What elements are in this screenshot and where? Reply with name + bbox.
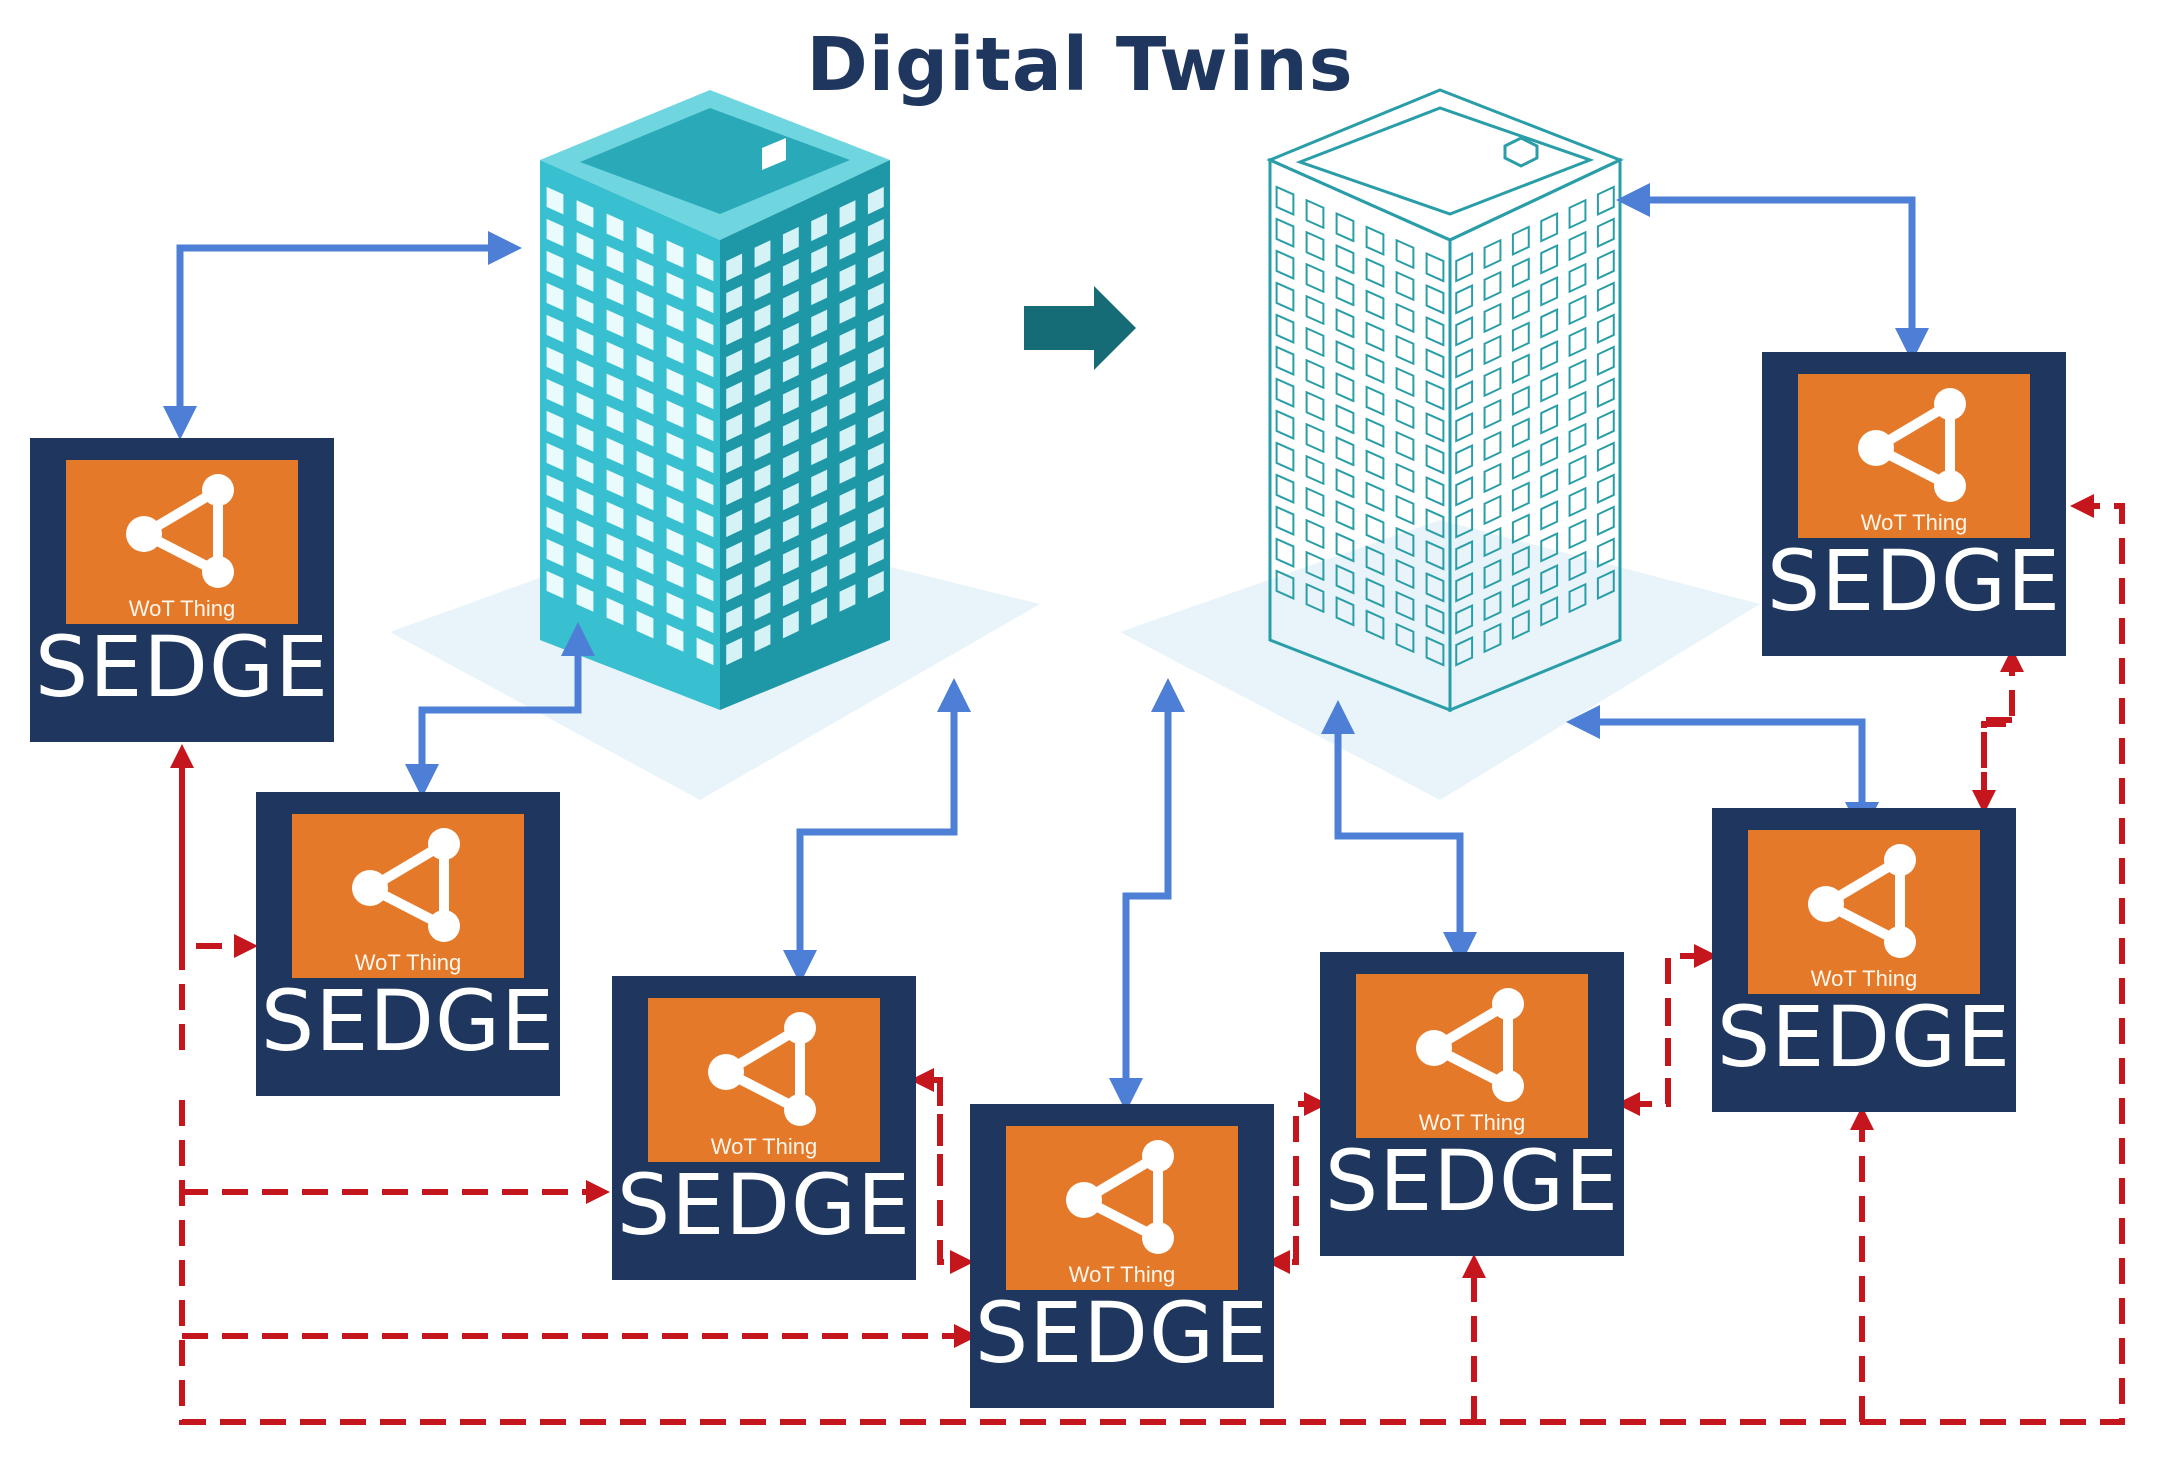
node-sub-label: WoT Thing: [1810, 966, 1918, 991]
node-sub-label: WoT Thing: [710, 1134, 818, 1159]
wot-thing-panel: WoT Thing: [648, 998, 880, 1162]
link-n5-twin-back: [1334, 780, 1477, 966]
link-n6-twin-back: [1590, 718, 1879, 836]
sedge-node[interactable]: WoT Thing SEDGE: [1320, 952, 1624, 1256]
sedge-node[interactable]: WoT Thing SEDGE: [612, 976, 916, 1280]
node-sub-label: WoT Thing: [128, 596, 236, 621]
dlink-bus: [179, 494, 2125, 1425]
node-sub-label: WoT Thing: [1418, 1110, 1526, 1135]
dlink-n6-n7: [1981, 648, 2024, 808]
node-sub-label: WoT Thing: [1068, 1262, 1176, 1287]
link-n7-twin-back: [1640, 196, 1929, 362]
dlink-n3-n4: [937, 1080, 974, 1274]
sedge-node[interactable]: WoT Thing SEDGE: [256, 792, 560, 1096]
solid-links: [163, 183, 1929, 1112]
node-main-label: SEDGE: [1716, 988, 2012, 1086]
wot-share-icon: [1416, 988, 1524, 1102]
wot-share-icon: [1808, 844, 1916, 958]
dlink-n6-n5: [1616, 1000, 1671, 1116]
node-main-label: SEDGE: [974, 1284, 1270, 1382]
node-main-label: SEDGE: [260, 972, 556, 1070]
node-sub-label: WoT Thing: [354, 950, 462, 975]
sedge-node[interactable]: WoT Thing SEDGE: [1762, 352, 2066, 656]
node-sub-label: WoT Thing: [1860, 510, 1968, 535]
dlink-n1-n2: [179, 760, 258, 958]
dlink-n5-n6: [1665, 944, 1718, 1104]
wot-thing-panel: WoT Thing: [1006, 1126, 1238, 1290]
dlink-n4-n5: [1293, 1092, 1328, 1262]
wot-share-icon: [708, 1012, 816, 1126]
link-n3-real-back: [783, 760, 958, 984]
link-n7-twin: [1616, 183, 1916, 340]
wot-share-icon: [352, 828, 460, 942]
sedge-node[interactable]: WoT Thing SEDGE: [1712, 808, 2016, 1112]
dlink-n5-n4: [1266, 1160, 1299, 1274]
wot-share-icon: [126, 474, 234, 588]
ground-shadow-twin: [1120, 520, 1760, 800]
diagram-title: Digital Twins: [806, 22, 1354, 108]
link-n4-center-back: [1109, 760, 1172, 1112]
link-n2-real-back: [405, 700, 582, 798]
wot-thing-panel: WoT Thing: [66, 460, 298, 624]
sedge-node[interactable]: WoT Thing SEDGE: [970, 1104, 1274, 1408]
wot-thing-panel: WoT Thing: [1798, 374, 2030, 538]
wot-share-icon: [1066, 1140, 1174, 1254]
node-main-label: SEDGE: [34, 618, 330, 716]
wireframe-building-icon: [1266, 88, 1624, 713]
link-n1-real: [176, 231, 522, 420]
link-n4-center: [1122, 678, 1185, 1074]
node-main-label: SEDGE: [1324, 1132, 1620, 1230]
sedge-node[interactable]: WoT Thing SEDGE: [30, 438, 334, 742]
wot-thing-panel: WoT Thing: [292, 814, 524, 978]
wot-thing-panel: WoT Thing: [1748, 830, 1980, 994]
building-icon: [540, 90, 890, 710]
node-main-label: SEDGE: [1766, 532, 2062, 630]
wot-thing-panel: WoT Thing: [1356, 974, 1588, 1138]
dashed-links: [170, 494, 2125, 1425]
dlink-n7-n6: [1972, 717, 2012, 814]
node-main-label: SEDGE: [616, 1156, 912, 1254]
arrow-right-icon: [1024, 286, 1136, 370]
dlink-n4-n3: [910, 1068, 943, 1180]
link-n6-twin: [1566, 705, 1866, 800]
wot-share-icon: [1858, 388, 1966, 502]
